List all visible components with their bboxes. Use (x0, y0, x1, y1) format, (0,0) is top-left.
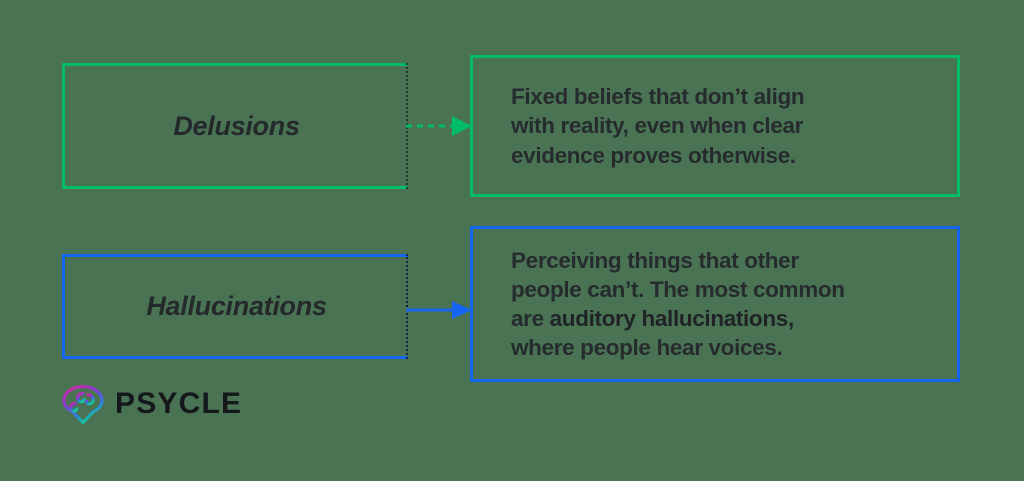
arrow-right-icon (452, 301, 472, 319)
desc-line: with reality, even when clear (511, 113, 804, 139)
hallucinations-description-box: Perceiving things that other people can’… (470, 226, 960, 382)
hallucinations-term-box[interactable]: Hallucinations (62, 254, 408, 359)
delusions-term-box[interactable]: Delusions (62, 63, 408, 189)
brand-wordmark: PSYCLE (115, 387, 243, 420)
desc-line: people can’t. The most common (511, 276, 845, 302)
arrow-right-icon (452, 116, 472, 136)
delusions-arrow-connector (406, 116, 472, 136)
emphasis-term: auditory hallucinations, (549, 306, 794, 331)
desc-line: are auditory hallucinations, (511, 306, 794, 331)
desc-line: evidence proves otherwise. (511, 142, 796, 168)
delusions-description-text: Fixed beliefs that don’t align with real… (511, 82, 805, 170)
hallucinations-term-label: Hallucinations (146, 291, 327, 321)
desc-line: where people hear voices. (511, 335, 783, 361)
hallucinations-arrow-connector (406, 301, 472, 319)
delusions-description-box: Fixed beliefs that don’t align with real… (470, 55, 960, 197)
brand-logo[interactable]: PSYCLE (60, 382, 242, 426)
delusions-term-label: Delusions (173, 110, 300, 141)
hallucinations-description-text: Perceiving things that other people can’… (511, 246, 845, 363)
desc-line: Fixed beliefs that don’t align (511, 84, 805, 110)
brain-spiral-icon (62, 384, 104, 425)
desc-line: Perceiving things that other (511, 247, 799, 273)
